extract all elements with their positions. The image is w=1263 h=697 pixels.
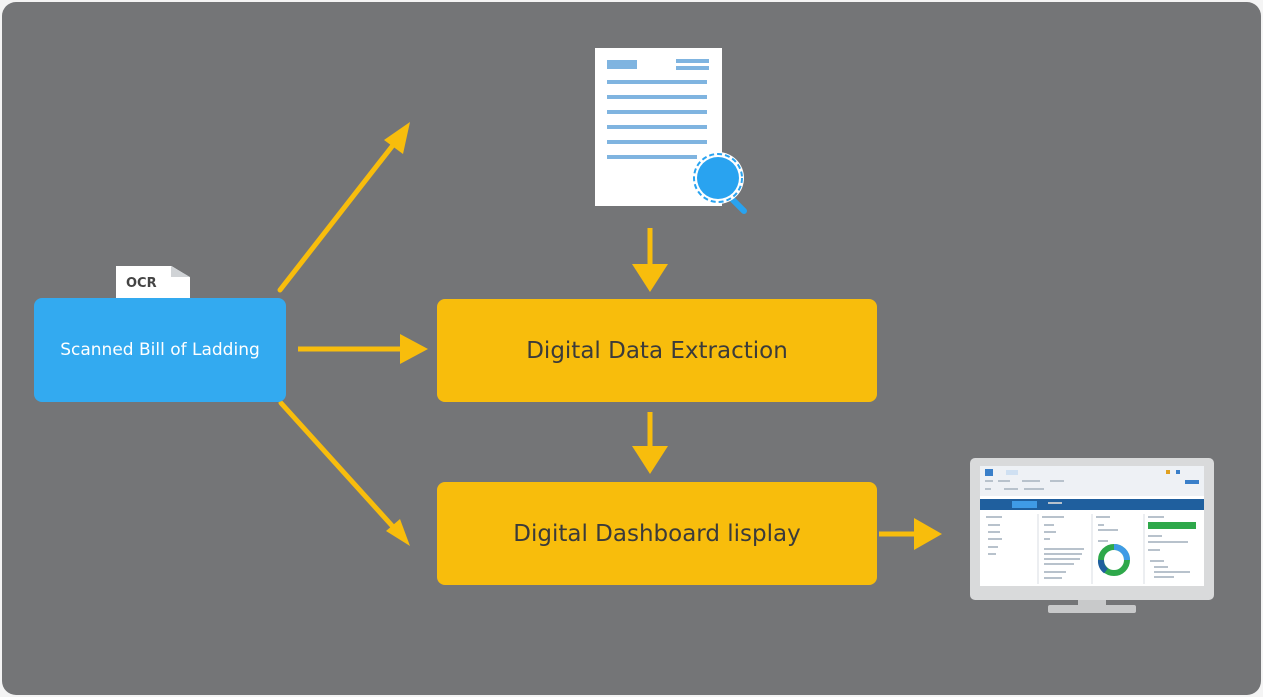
arrow-up-diagonal [277, 122, 410, 293]
arrow-doc-to-extraction [632, 228, 668, 292]
monitor-dashboard-icon [970, 458, 1214, 613]
arrow-down-diagonal [278, 400, 410, 546]
ocr-file-tag: OCR [116, 266, 190, 300]
scanned-bill-node: Scanned Bill of Ladding [34, 298, 286, 402]
arrow-extraction-to-dashboard [632, 412, 668, 474]
ocr-label: OCR [126, 275, 157, 291]
arrow-dashboard-to-monitor [879, 518, 942, 550]
scanned-bill-label: Scanned Bill of Ladding [60, 340, 260, 360]
data-extraction-node: Digital Data Extraction [437, 299, 877, 402]
document-with-magnifier-icon [595, 48, 747, 214]
file-fold-icon [171, 266, 190, 277]
dashboard-display-node: Digital Dashboard lisplay [437, 482, 877, 585]
data-extraction-label: Digital Data Extraction [526, 337, 788, 364]
arrow-right-extraction [298, 334, 428, 364]
dashboard-display-label: Digital Dashboard lisplay [513, 520, 801, 547]
